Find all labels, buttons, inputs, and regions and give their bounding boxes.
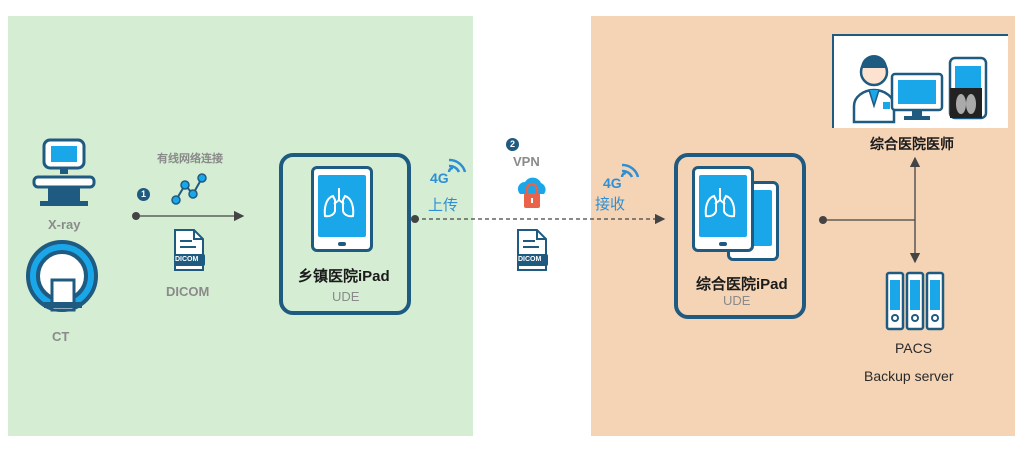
vpn-label: VPN [513,154,540,169]
receive-label: 接收 [595,196,626,213]
xray-label: X-ray [48,217,81,232]
dicom-label: DICOM [166,284,210,299]
downlink-signal-icon [620,163,640,178]
township-ipad-sub: UDE [332,289,360,304]
network-graph-icon [171,173,207,205]
pacs-server-icon [885,271,945,331]
ct-label: CT [52,329,70,344]
ct-scanner-icon [26,240,98,312]
township-ipad-title: 乡镇医院iPad [298,268,390,285]
xray-machine-icon [32,138,96,206]
dicom-file-icon [174,229,205,271]
pacs-label: PACS [895,340,933,356]
step1-badge: 1 [137,188,150,201]
downlink-4g-label: 4G [603,175,622,191]
wired-connection-label: 有线网络连接 [157,153,223,165]
general-ipad-title: 综合医院iPad [696,276,788,293]
upload-label: 上传 [428,197,459,214]
general-ipad-sub: UDE [723,293,751,308]
backup-server-label: Backup server [864,368,954,384]
township-ipad-frame [279,153,411,315]
dicom-file-tag-2: DICOM [518,256,542,263]
vpn-cloud-lock-icon [517,177,546,208]
doctor-workstation-icon [852,55,988,124]
dicom-file-icon-2 [517,229,548,271]
step2-badge: 2 [506,138,519,151]
lungs-icon-2 [704,188,736,218]
township-panel [8,16,473,436]
lungs-icon [323,188,355,218]
general-ipad-icon [692,166,754,252]
doctor-label: 综合医院医师 [870,136,954,152]
uplink-4g-label: 4G [430,170,449,186]
general-ipad-frame [674,153,806,319]
dicom-file-tag: DICOM [175,256,199,263]
uplink-signal-icon [447,158,467,173]
